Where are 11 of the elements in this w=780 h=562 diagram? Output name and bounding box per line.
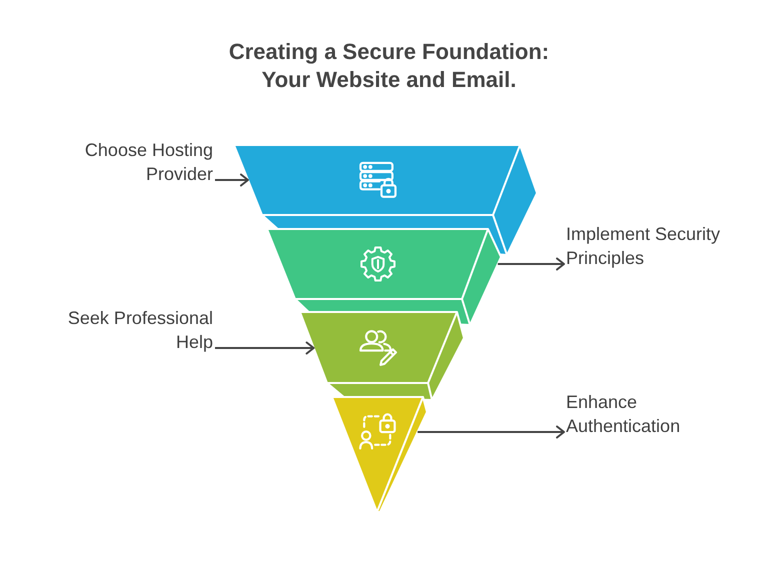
arrow xyxy=(215,174,249,186)
arrow xyxy=(215,342,315,354)
step-label: Enhance Authentication xyxy=(566,390,682,438)
title: Creating a Secure Foundation: Your Website and Email. xyxy=(228,38,550,94)
step-label: Implement Security Principles xyxy=(566,222,722,270)
funnel-layer xyxy=(332,397,427,512)
funnel-layer xyxy=(300,312,464,400)
step-label: Seek Professional Help xyxy=(66,306,213,354)
arrow xyxy=(498,258,565,270)
arrow xyxy=(418,426,565,438)
step-label: Choose Hosting Provider xyxy=(83,138,213,186)
